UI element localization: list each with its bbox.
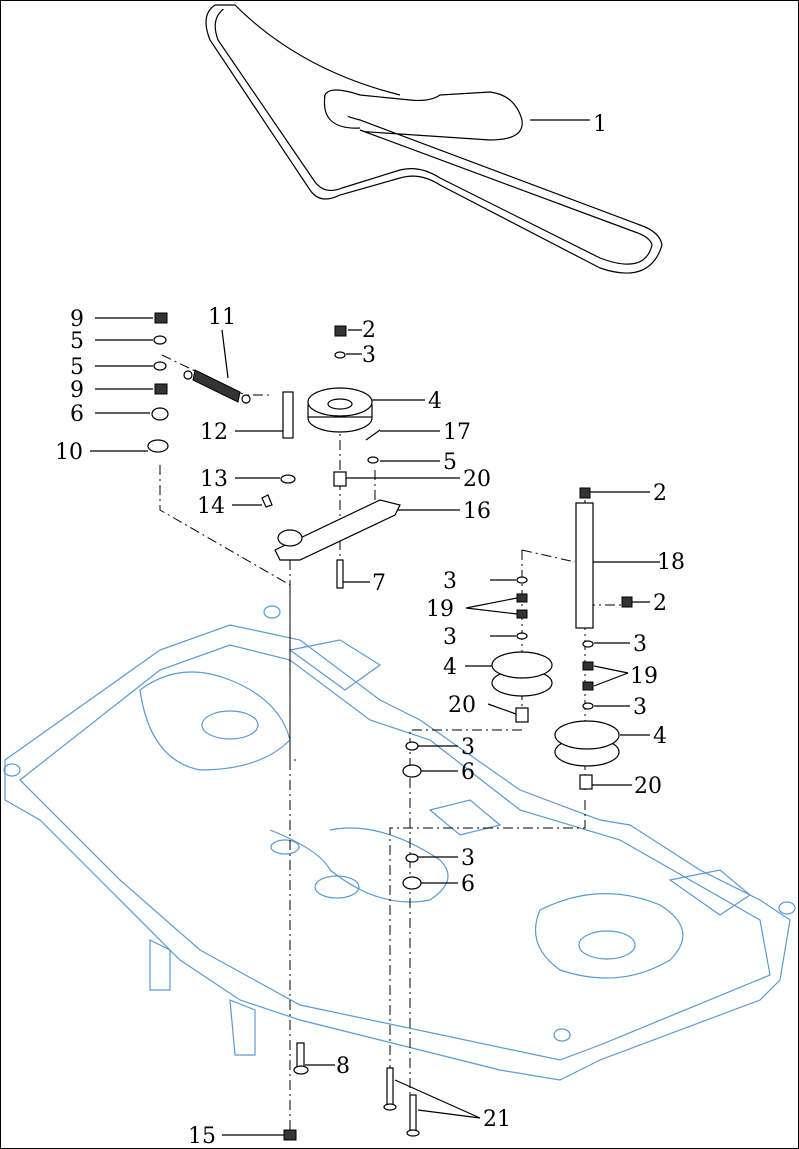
- callout-3: 3: [461, 846, 475, 871]
- callout-2: 2: [653, 481, 667, 506]
- callout-5: 5: [70, 329, 84, 354]
- mower-deck: [3, 605, 796, 1081]
- callout-3: 3: [362, 343, 376, 368]
- callout-2: 2: [362, 318, 376, 343]
- callout-20: 20: [448, 693, 476, 718]
- callout-21: 21: [483, 1107, 511, 1132]
- callout-9: 9: [70, 378, 84, 403]
- callout-11: 11: [208, 305, 236, 330]
- callout-6: 6: [461, 872, 475, 897]
- callout-20: 20: [634, 774, 662, 799]
- callout-5: 5: [70, 355, 84, 380]
- callout-3: 3: [443, 569, 457, 594]
- callout-16: 16: [463, 499, 491, 524]
- assembly-lines: [159, 354, 625, 1130]
- callout-6: 6: [70, 402, 84, 427]
- callout-labels: 1 9 5 5 9 6 10 11 2 3 4 12 17 5 13 20 14…: [55, 112, 685, 1149]
- callout-4: 4: [428, 389, 442, 414]
- callout-1: 1: [593, 112, 607, 137]
- callout-3: 3: [633, 695, 647, 720]
- callout-3: 3: [633, 632, 647, 657]
- callout-3: 3: [443, 625, 457, 650]
- callout-4: 4: [653, 724, 667, 749]
- callout-8: 8: [336, 1054, 350, 1079]
- callout-7: 7: [372, 571, 386, 596]
- callout-20: 20: [463, 467, 491, 492]
- callout-12: 12: [200, 420, 228, 445]
- callout-3: 3: [461, 735, 475, 760]
- callout-9: 9: [70, 307, 84, 332]
- callout-5: 5: [443, 450, 457, 475]
- callout-6: 6: [461, 760, 475, 785]
- callout-19: 19: [630, 664, 658, 689]
- callout-18: 18: [657, 550, 685, 575]
- callout-4: 4: [443, 655, 457, 680]
- callout-17: 17: [443, 420, 471, 445]
- callout-14: 14: [197, 494, 225, 519]
- belt-part-1: [205, 4, 663, 274]
- leader-lines: [90, 119, 660, 1136]
- callout-10: 10: [55, 440, 83, 465]
- callout-15: 15: [188, 1124, 216, 1149]
- callout-2: 2: [653, 591, 667, 616]
- callout-19: 19: [426, 597, 454, 622]
- callout-13: 13: [200, 467, 228, 492]
- parts: [147, 312, 633, 1141]
